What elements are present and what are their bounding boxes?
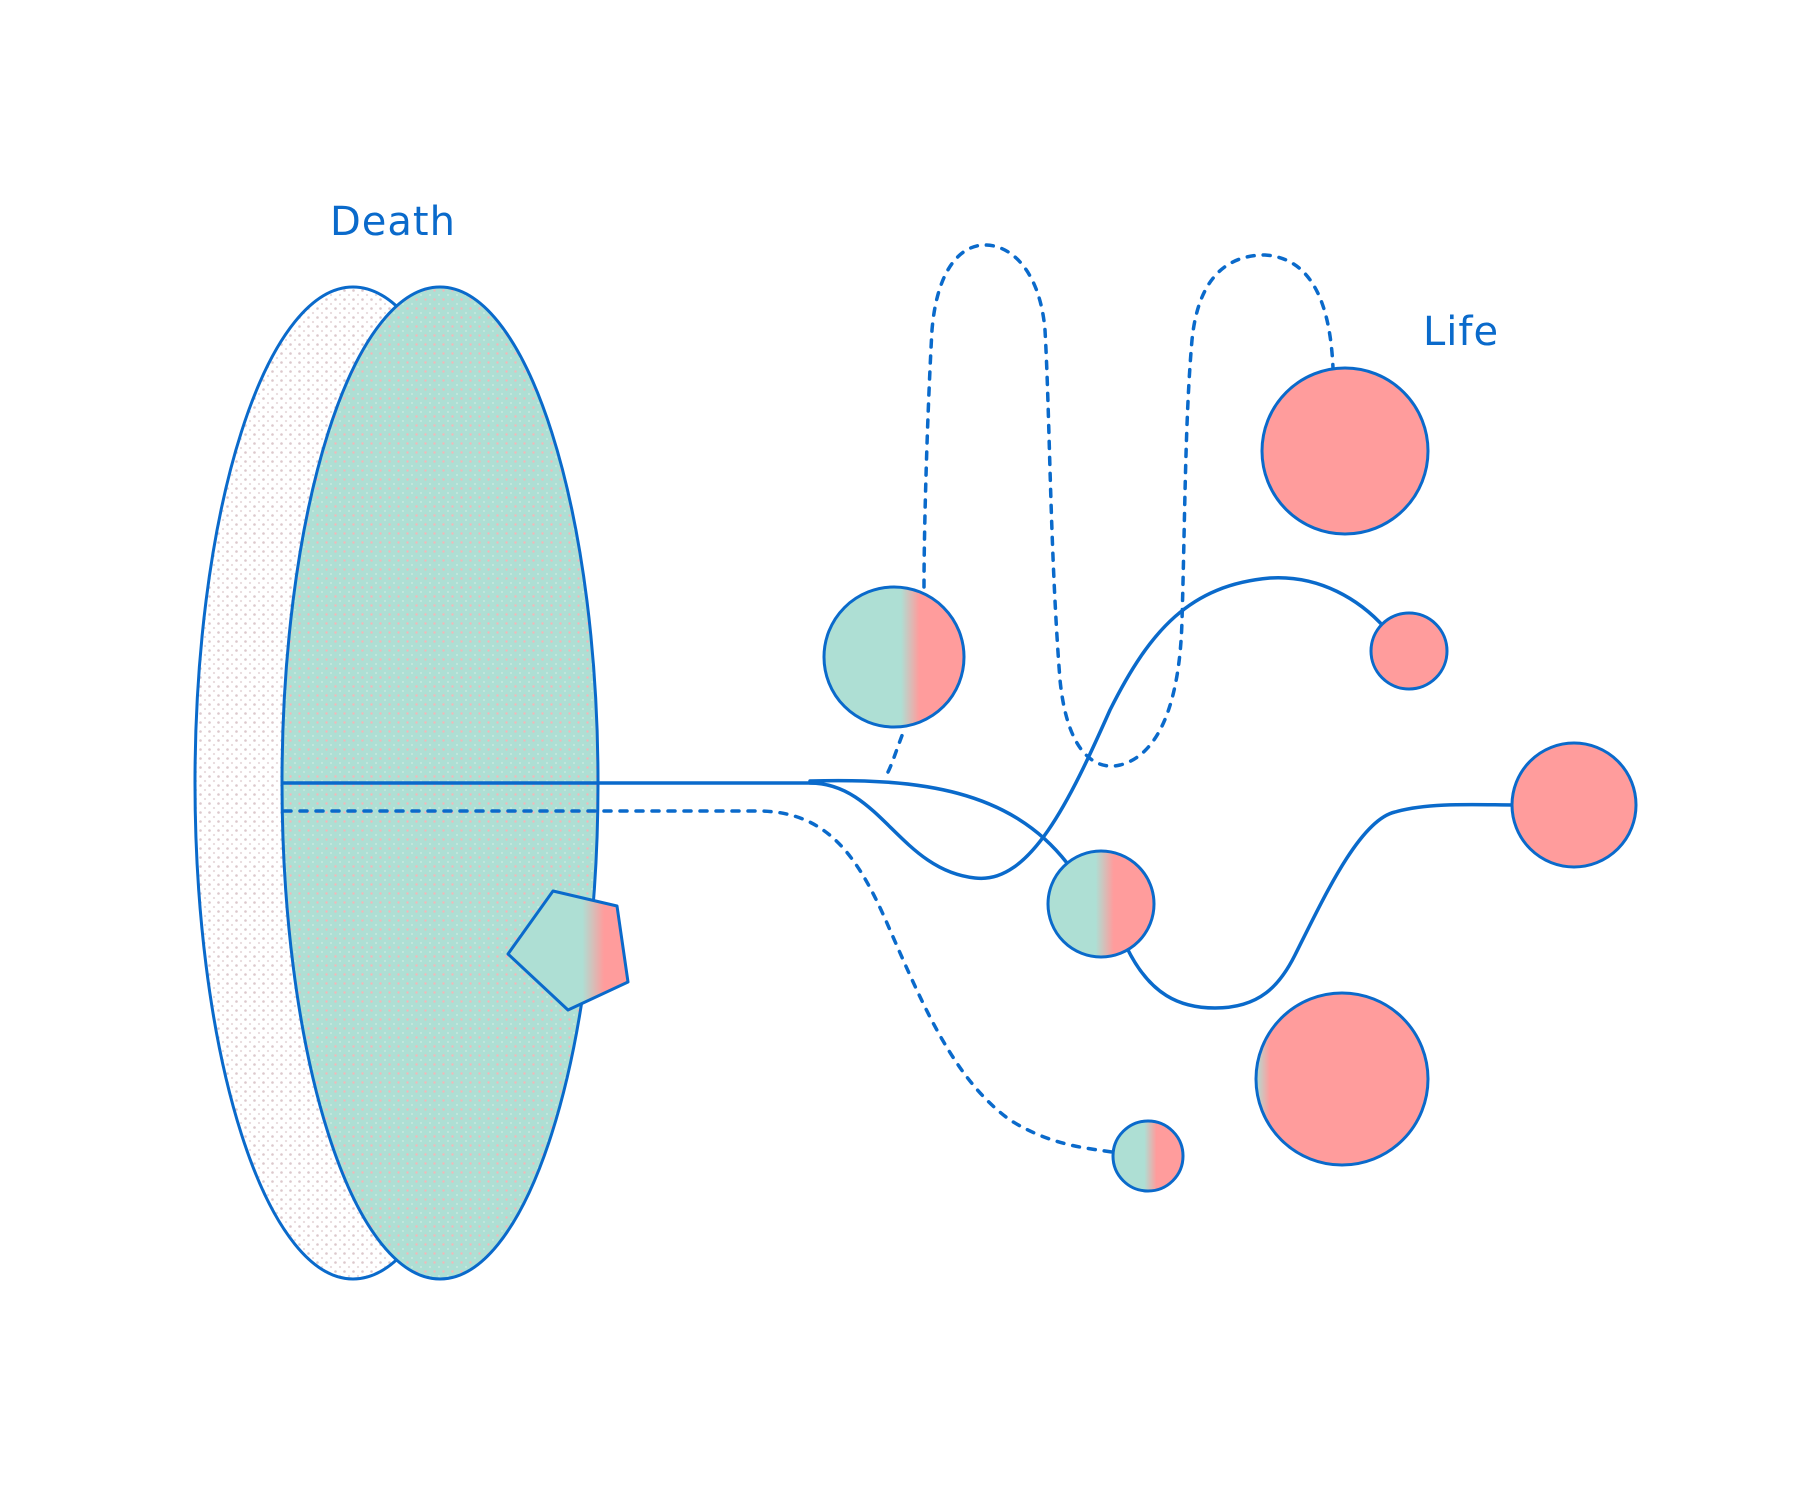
dotted-tail-path (886, 726, 907, 774)
branch-from-middle-circle (1125, 802, 1517, 1010)
coral-circle-large-bottom (1254, 991, 1430, 1167)
dotted-loop-path (922, 243, 1335, 768)
coral-circle-right (1510, 741, 1638, 869)
death-label: Death (330, 199, 456, 245)
dotted-lower-path (282, 809, 1114, 1154)
coral-circle-small (1369, 611, 1449, 691)
branch-to-right-circle (808, 778, 1069, 865)
coral-circle-large-top (1260, 366, 1430, 536)
pentagon-shape (506, 889, 630, 1012)
mixed-circle-top (822, 585, 966, 729)
life-label: Life (1423, 309, 1499, 355)
mixed-circle-small (1111, 1119, 1185, 1193)
branch-to-small-circle (808, 576, 1387, 881)
mixed-circle-middle (1046, 849, 1156, 959)
